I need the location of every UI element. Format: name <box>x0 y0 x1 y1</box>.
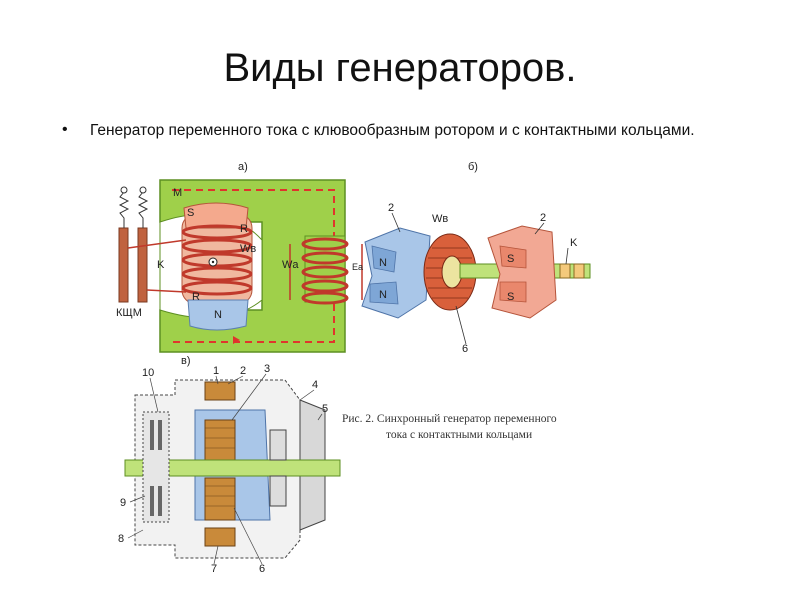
caption-line-2: тока с контактными кольцами <box>386 429 532 441</box>
part-4: 4 <box>312 379 318 391</box>
caption-line-1: Рис. 2. Синхронный генератор переменного <box>342 413 557 425</box>
label-S-bot: S <box>507 291 514 303</box>
panel-v: в) 10 1 2 3 4 <box>118 355 557 575</box>
bullet-text: Генератор переменного тока с клювообразн… <box>90 122 695 139</box>
panel-b-label: б) <box>468 161 478 173</box>
label-Wa: Wа <box>282 259 299 271</box>
claw-pole-blue <box>361 227 431 319</box>
brush-springs <box>118 191 149 228</box>
part-numbers: 10 1 2 3 4 5 9 8 7 6 <box>118 363 328 575</box>
label-N-bot: N <box>379 289 387 301</box>
label-S: S <box>187 207 194 219</box>
shaft-v <box>124 459 341 477</box>
brush-left <box>118 227 129 303</box>
label-kshchm: КЩМ <box>116 307 142 319</box>
label-M: M <box>173 187 182 199</box>
rotor-n-pole <box>187 299 249 331</box>
part-9: 9 <box>120 497 126 509</box>
field-winding <box>181 224 253 296</box>
label-N-top: N <box>379 257 387 269</box>
part-8: 8 <box>118 533 124 545</box>
rotor-s-pole <box>183 202 249 229</box>
field-coil-top <box>204 419 236 463</box>
label-Wv-b: Wв <box>432 213 448 225</box>
part-6: 6 <box>259 563 265 575</box>
label-S-top: S <box>507 253 514 265</box>
panel-b: б) 2 Wв 2 N N S S K 6 <box>361 161 591 355</box>
part-7: 7 <box>211 563 217 575</box>
part-5: 5 <box>322 403 328 415</box>
field-coil-bottom <box>204 477 236 521</box>
part-10: 10 <box>142 367 154 379</box>
label-Wv: Wв <box>240 243 256 255</box>
label-Ea: Eа <box>352 262 363 272</box>
stator-winding <box>301 237 349 305</box>
label-2-left: 2 <box>388 202 394 214</box>
label-6-b: 6 <box>462 343 468 355</box>
label-K: K <box>157 259 165 271</box>
panel-a-label: а) <box>238 161 248 173</box>
part-3: 3 <box>264 363 270 375</box>
slide-title: Виды генераторов. <box>223 46 577 90</box>
label-R-left: R <box>192 291 200 303</box>
part-2: 2 <box>240 365 246 377</box>
label-R-top: R <box>240 223 248 235</box>
brush-right <box>137 227 148 303</box>
label-K-b: K <box>570 237 578 249</box>
label-2-right: 2 <box>540 212 546 224</box>
part-1: 1 <box>213 365 219 377</box>
panel-a: а) <box>116 161 363 353</box>
label-N: N <box>214 309 222 321</box>
bullet-dot-icon: • <box>62 121 68 138</box>
panel-v-label: в) <box>181 355 191 367</box>
